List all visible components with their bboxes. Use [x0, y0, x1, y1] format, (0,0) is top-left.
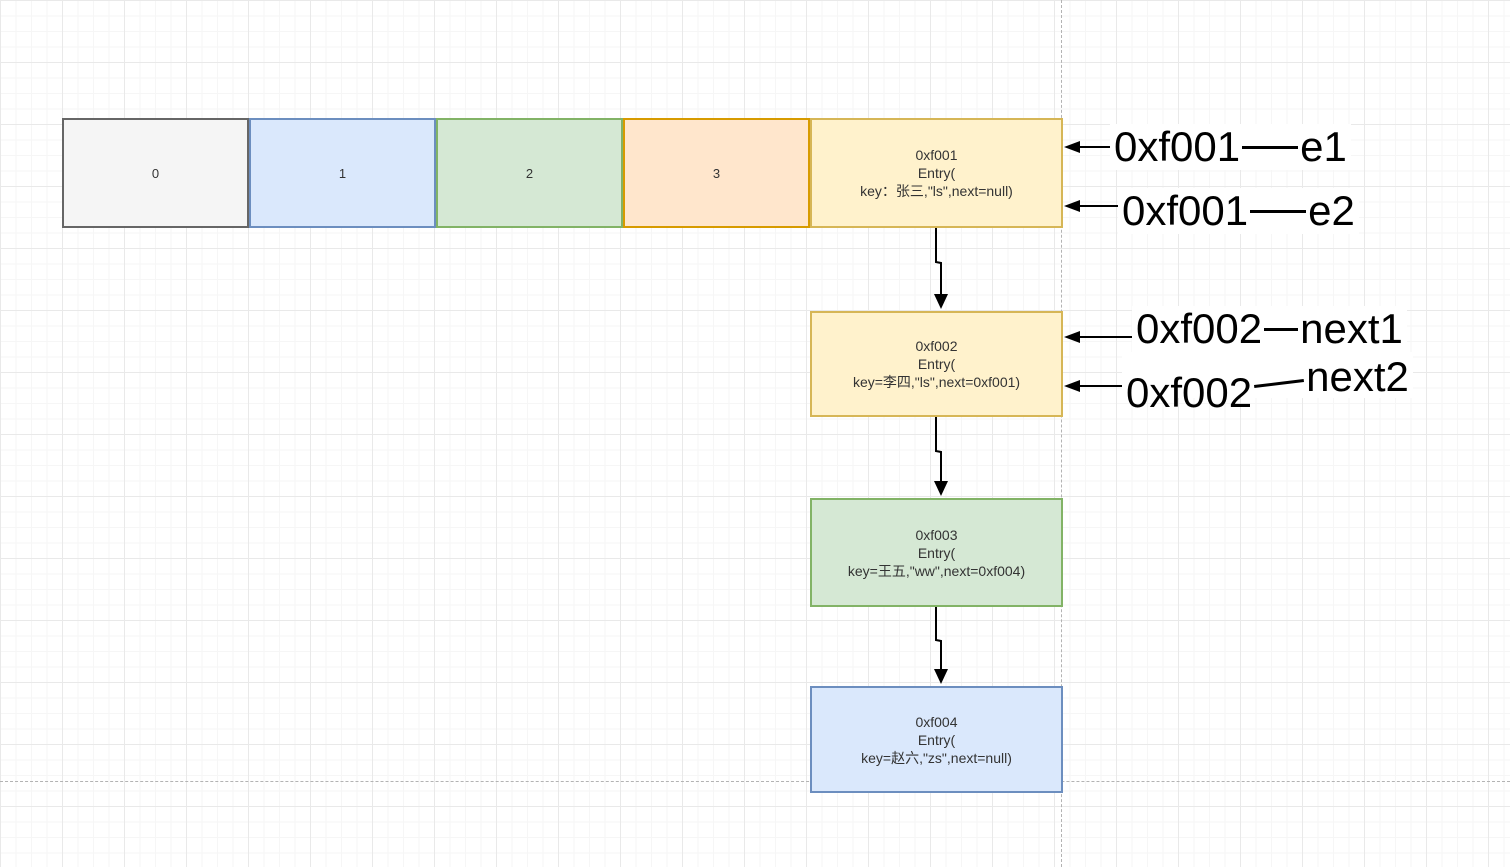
array-cell-1-label: 1 — [338, 165, 347, 181]
entry-detail: key=王五,"ww",next=0xf004) — [847, 562, 1026, 579]
pointer-ref-address: 0xf001 — [1122, 187, 1249, 234]
entry-type: Entry( — [917, 544, 956, 561]
arrow-0xf001-to-0xf002 — [934, 228, 948, 309]
array-cell-1[interactable]: 1 — [249, 118, 436, 228]
array-cell-3[interactable]: 3 — [623, 118, 810, 228]
pointer-label-e1[interactable]: 0xf001 e1 — [1110, 124, 1351, 170]
pointer-ref-address: 0xf001 — [1114, 123, 1241, 170]
pointer-label-next1[interactable]: 0xf002 next1 — [1132, 306, 1407, 352]
array-cell-3-label: 3 — [712, 165, 721, 181]
entry-address: 0xf004 — [915, 713, 958, 730]
entry-address: 0xf003 — [915, 526, 958, 543]
pointer-variable-name: e1 — [1300, 123, 1347, 170]
entry-detail: key=赵六,"zs",next=null) — [861, 749, 1012, 766]
arrow-label-e2 — [1064, 200, 1122, 212]
entry-address: 0xf002 — [915, 338, 958, 354]
entry-detail: key=李四,"ls",next=0xf001) — [852, 374, 1021, 390]
entry-type: Entry( — [917, 731, 956, 748]
label-connector-line — [1242, 145, 1299, 149]
arrow-label-next1 — [1064, 331, 1134, 343]
arrow-0xf003-to-0xf004 — [934, 607, 948, 684]
array-cell-0[interactable]: 0 — [62, 118, 249, 228]
page-boundary-vertical-dashed-line — [1061, 0, 1062, 867]
page-boundary-horizontal-dashed-line — [0, 781, 1510, 782]
array-cell-0-label: 0 — [151, 165, 160, 181]
pointer-label-e2[interactable]: 0xf001 e2 — [1118, 188, 1359, 234]
pointer-label-next2[interactable]: 0xf002 next2 — [1122, 352, 1413, 416]
arrow-label-next2 — [1064, 380, 1126, 392]
arrow-0xf002-to-0xf003 — [934, 417, 948, 496]
arrow-label-e1 — [1064, 141, 1112, 153]
entry-node-0xf001[interactable]: 0xf001 Entry( key：张三,"ls",next=null) — [810, 118, 1063, 228]
pointer-variable-name: next2 — [1306, 353, 1409, 400]
entry-node-0xf002[interactable]: 0xf002 Entry( key=李四,"ls",next=0xf001) — [810, 311, 1063, 417]
entry-detail: key：张三,"ls",next=null) — [860, 183, 1013, 199]
entry-node-0xf003[interactable]: 0xf003 Entry( key=王五,"ww",next=0xf004) — [810, 498, 1063, 607]
pointer-ref-address: 0xf002 — [1126, 369, 1253, 416]
entry-type: Entry( — [917, 165, 956, 181]
label-connector-line — [1254, 378, 1305, 389]
entry-address: 0xf001 — [915, 147, 958, 163]
entry-type: Entry( — [917, 356, 956, 372]
pointer-variable-name: e2 — [1308, 187, 1355, 234]
entry-node-0xf004[interactable]: 0xf004 Entry( key=赵六,"zs",next=null) — [810, 686, 1063, 793]
array-cell-2[interactable]: 2 — [436, 118, 623, 228]
pointer-variable-name: next1 — [1300, 305, 1403, 352]
label-connector-line — [1264, 327, 1299, 331]
label-connector-line — [1250, 209, 1307, 213]
array-cell-2-label: 2 — [525, 165, 534, 181]
pointer-ref-address: 0xf002 — [1136, 305, 1263, 352]
